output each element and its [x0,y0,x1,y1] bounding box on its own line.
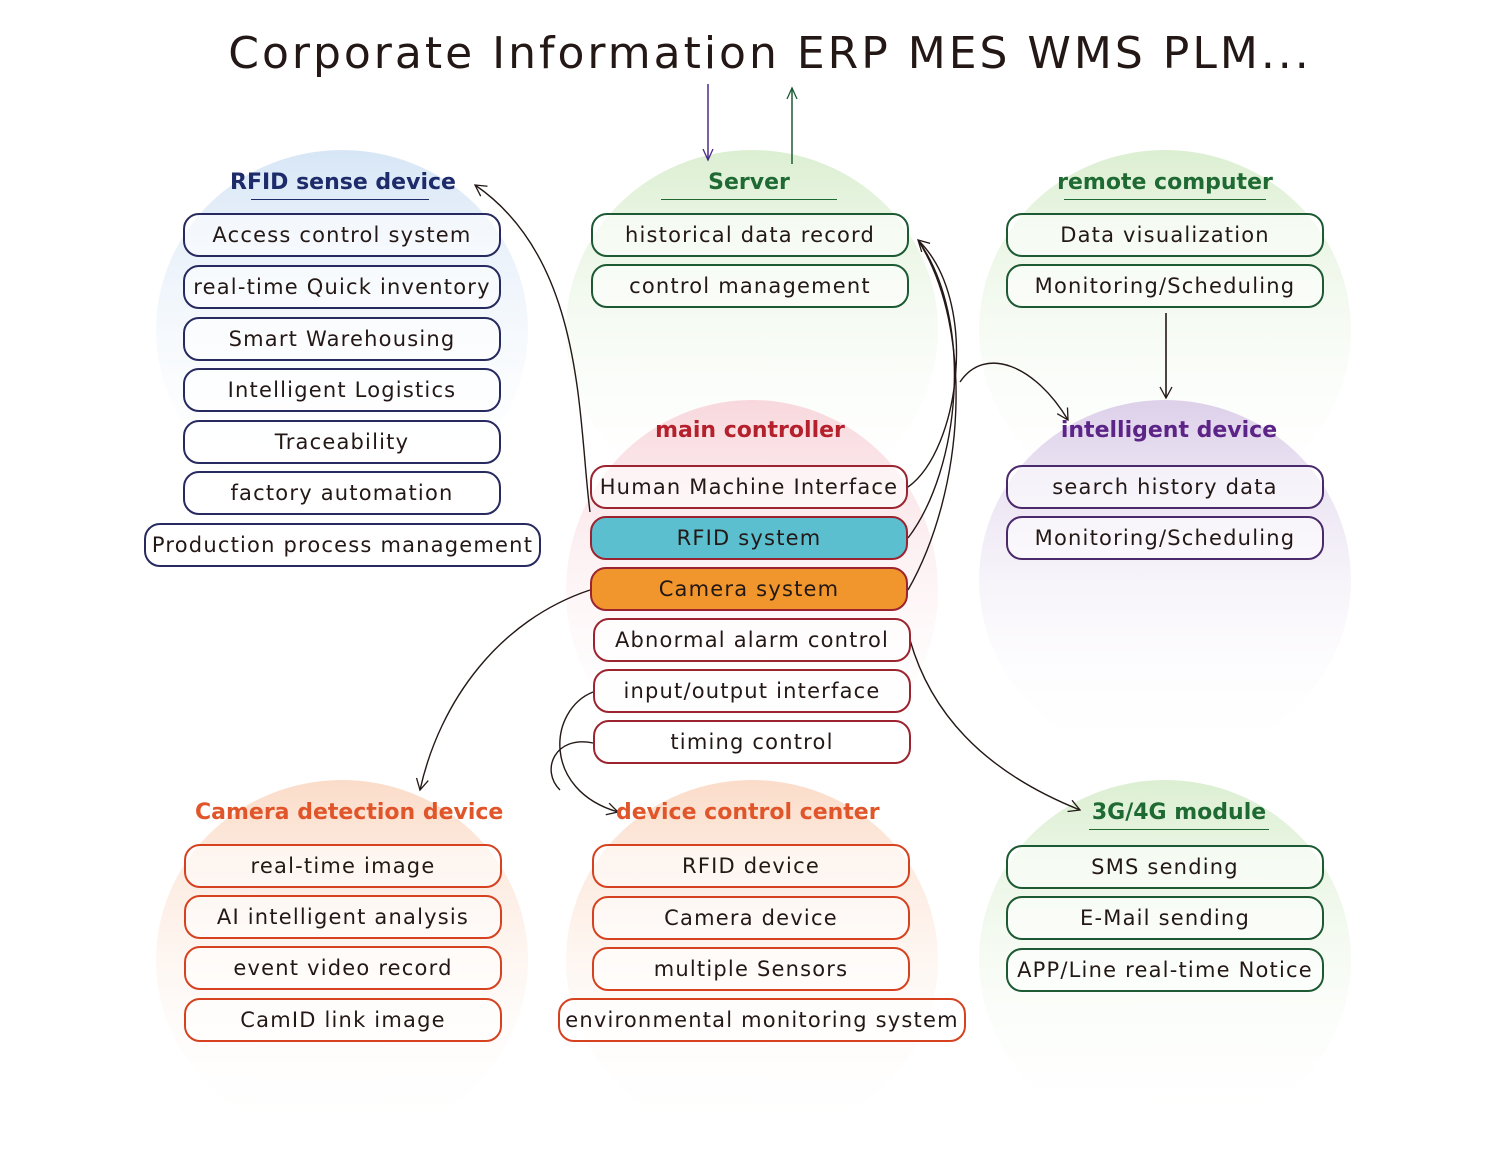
item-rfid-system[interactable]: RFID system [590,516,908,560]
item-label: input/output interface [623,679,881,703]
item-label: control management [629,274,871,298]
item-label: Human Machine Interface [599,475,899,499]
group-title-rfid-sense: RFID sense device [230,166,456,200]
item-production-process-management[interactable]: Production process management [144,523,541,567]
item-label: RFID device [682,854,820,878]
item-label: APP/Line real-time Notice [1017,958,1313,982]
item-rfid-device[interactable]: RFID device [592,844,910,888]
group-title-server: Server [640,166,858,200]
item-label: Camera device [664,906,838,930]
item-camid-link-image[interactable]: CamID link image [184,998,502,1042]
item-event-video-record[interactable]: event video record [184,946,502,990]
group-title-remote-computer: remote computer [1050,166,1280,200]
item-label: Abnormal alarm control [614,628,890,652]
item-monitoring-scheduling-remote[interactable]: Monitoring/Scheduling [1006,264,1324,308]
item-multiple-sensors[interactable]: multiple Sensors [592,947,910,991]
item-camera-system[interactable]: Camera system [590,567,908,611]
item-label: Smart Warehousing [228,327,456,351]
item-human-machine-interface[interactable]: Human Machine Interface [590,465,908,509]
item-label: Monitoring/Scheduling [1034,526,1296,550]
page-title: Corporate Information ERP MES WMS PLM... [228,28,1312,79]
group-title-main-controller: main controller [640,414,860,448]
item-label: SMS sending [1091,855,1239,879]
item-label: factory automation [230,481,454,505]
item-sms-sending[interactable]: SMS sending [1006,845,1324,889]
item-label: Access control system [212,223,472,247]
group-title-camera-detection: Camera detection device [195,796,503,830]
group-title-3g4g-label: 3G/4G module [1091,800,1267,825]
item-label: environmental monitoring system [565,1008,959,1032]
title-underline [1089,829,1269,830]
item-real-time-image[interactable]: real-time image [184,844,502,888]
item-label: event video record [233,956,453,980]
item-email-sending[interactable]: E-Mail sending [1006,896,1324,940]
title-underline [661,199,837,200]
item-data-visualization[interactable]: Data visualization [1006,213,1324,257]
item-historical-data-record[interactable]: historical data record [591,213,909,257]
item-label: timing control [670,730,834,754]
item-smart-warehousing[interactable]: Smart Warehousing [183,317,501,361]
item-label: RFID system [676,526,822,550]
item-label: multiple Sensors [653,957,849,981]
item-label: E-Mail sending [1080,906,1250,930]
item-quick-inventory[interactable]: real-time Quick inventory [183,265,501,309]
item-control-management[interactable]: control management [591,264,909,308]
item-access-control-system[interactable]: Access control system [183,213,501,257]
item-app-line-notice[interactable]: APP/Line real-time Notice [1006,948,1324,992]
item-label: search history data [1052,475,1278,499]
item-label: AI intelligent analysis [216,905,470,929]
item-abnormal-alarm-control[interactable]: Abnormal alarm control [593,618,911,662]
item-label: historical data record [624,223,876,247]
group-title-main-controller-label: main controller [655,418,845,443]
item-label: CamID link image [240,1008,446,1032]
group-title-intelligent-device-label: intelligent device [1060,418,1278,443]
item-environmental-monitoring-system[interactable]: environmental monitoring system [558,998,966,1042]
group-title-3g4g: 3G/4G module [1066,796,1292,830]
item-intelligent-logistics[interactable]: Intelligent Logistics [183,368,501,412]
item-factory-automation[interactable]: factory automation [183,471,501,515]
item-label: Camera system [658,577,840,601]
group-title-rfid-sense-label: RFID sense device [230,170,456,195]
item-label: real-time Quick inventory [193,275,491,299]
group-title-device-control: device control center [616,796,880,830]
item-camera-device[interactable]: Camera device [592,896,910,940]
item-input-output-interface[interactable]: input/output interface [593,669,911,713]
item-label: real-time image [250,854,436,878]
item-traceability[interactable]: Traceability [183,420,501,464]
group-title-camera-detection-label: Camera detection device [195,800,504,825]
bubble-intelligent-device [979,400,1351,760]
item-label: Traceability [274,430,410,454]
group-title-device-control-label: device control center [616,800,880,825]
item-search-history-data[interactable]: search history data [1006,465,1324,509]
group-title-remote-computer-label: remote computer [1057,170,1273,195]
item-timing-control[interactable]: timing control [593,720,911,764]
item-monitoring-scheduling-intelligent[interactable]: Monitoring/Scheduling [1006,516,1324,560]
title-underline [1064,199,1266,200]
item-ai-intelligent-analysis[interactable]: AI intelligent analysis [184,895,502,939]
item-label: Monitoring/Scheduling [1034,274,1296,298]
title-underline [251,199,429,200]
group-title-server-label: Server [708,170,790,195]
item-label: Production process management [151,533,534,557]
item-label: Data visualization [1060,223,1270,247]
group-title-intelligent-device: intelligent device [1050,414,1288,448]
item-label: Intelligent Logistics [227,378,457,402]
